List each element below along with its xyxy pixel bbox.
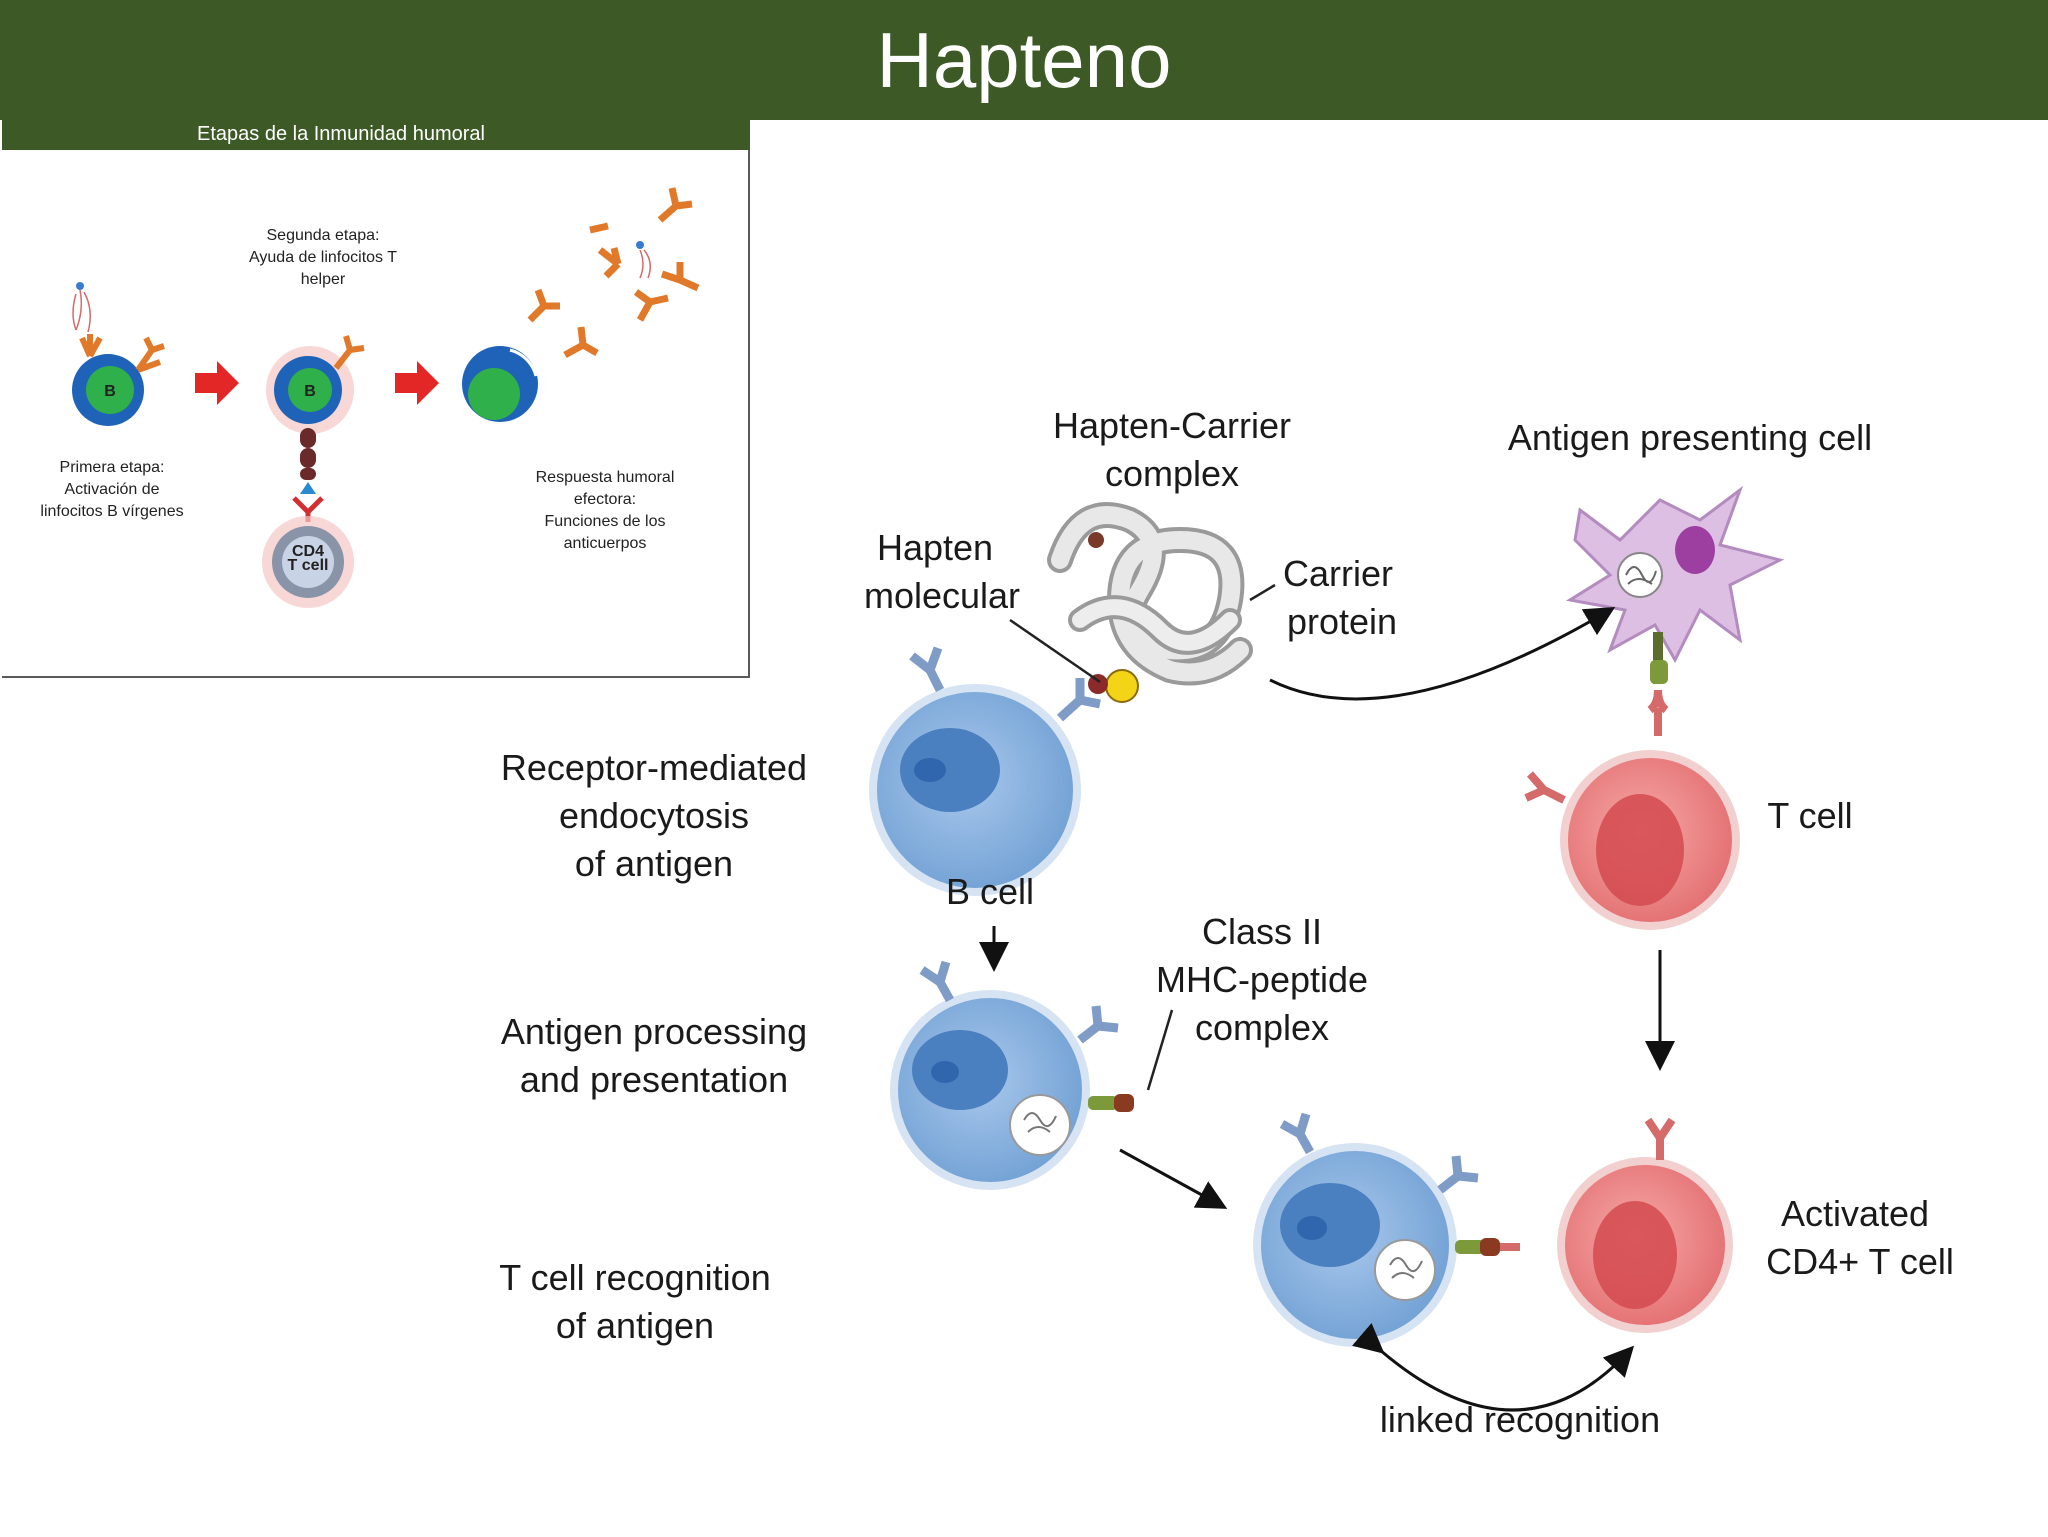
antigen-icon bbox=[72, 289, 91, 333]
receptor-label-3: of antigen bbox=[575, 843, 733, 884]
bcr-icon bbox=[909, 646, 945, 693]
recognition-label-2: of antigen bbox=[556, 1305, 714, 1346]
stage2-line2: Ayuda de linfocitos T bbox=[249, 249, 397, 266]
apc-label: Antigen presenting cell bbox=[1508, 417, 1872, 458]
processing-label-2: and presentation bbox=[520, 1059, 788, 1100]
carrier-label-1: Carrier bbox=[1283, 553, 1393, 594]
t-cell-label: T cell bbox=[1767, 795, 1852, 836]
activated-label-2: CD4+ T cell bbox=[1766, 1241, 1954, 1282]
b-cell-nucleus bbox=[86, 366, 134, 414]
antigen-icon bbox=[76, 282, 84, 290]
hapten-carrier-label-1: Hapten-Carrier bbox=[1053, 405, 1291, 446]
plasma-cell-er bbox=[509, 342, 546, 377]
stage-arrow-icon bbox=[395, 361, 439, 405]
stage3-line4: anticuerpos bbox=[564, 535, 647, 552]
mhc-pointer bbox=[1146, 1009, 1174, 1091]
mhc-peptide-icon bbox=[1114, 1094, 1134, 1112]
antibody-icon bbox=[79, 334, 103, 358]
inset-header: Etapas de la Inmunidad humoral bbox=[2, 118, 750, 150]
b-cell-nucleus bbox=[1280, 1183, 1380, 1267]
recognition-label-1: T cell recognition bbox=[499, 1257, 770, 1298]
stage1-line3: linfocitos B vírgenes bbox=[40, 503, 183, 520]
secreted-antibodies bbox=[527, 187, 700, 359]
slide-title: Hapteno bbox=[876, 16, 1172, 104]
hapten-carrier-complex bbox=[1047, 502, 1253, 703]
bcr-icon bbox=[919, 960, 954, 1003]
antigen-fragment-icon bbox=[1389, 1257, 1423, 1279]
tcr-icon bbox=[1644, 1117, 1676, 1160]
stage3-line3: Funciones de los bbox=[545, 513, 666, 530]
b-cell-label: B cell bbox=[946, 871, 1034, 912]
hapten-label-1: Hapten bbox=[877, 527, 993, 568]
peptide-icon bbox=[300, 482, 316, 494]
mhc-peptide-icon bbox=[1480, 1238, 1500, 1256]
tcr-icon bbox=[1647, 689, 1669, 714]
antigen-transfer-arrow bbox=[1269, 606, 1616, 701]
endosome-icon bbox=[1009, 1094, 1071, 1156]
stage2-line1: Segunda etapa: bbox=[267, 227, 380, 244]
stage3-line2: efectora: bbox=[574, 491, 636, 508]
plasma-cell-nucleus bbox=[468, 368, 520, 420]
mhc-peptide-icon bbox=[1088, 1096, 1118, 1110]
t-cell-nucleus bbox=[1593, 1201, 1677, 1309]
bcr-icon bbox=[1437, 1155, 1479, 1194]
receptor-label-2: endocytosis bbox=[559, 795, 749, 836]
linked-recognition-arrow bbox=[1352, 1322, 1635, 1412]
b-letter: B bbox=[104, 383, 116, 400]
stage1-line2: Activación de bbox=[64, 481, 159, 498]
hapten-carrier-label-2: complex bbox=[1105, 453, 1239, 494]
endosome-icon bbox=[1374, 1239, 1436, 1301]
mhc-icon bbox=[300, 468, 316, 480]
class2-label-1: Class II bbox=[1202, 911, 1322, 952]
stage1-line1: Primera etapa: bbox=[60, 459, 165, 476]
inset-graphics: B B CD4 T cell bbox=[40, 187, 700, 608]
carrier-label-2: protein bbox=[1287, 601, 1397, 642]
mhc-icon bbox=[300, 448, 316, 468]
b-cell-nucleus bbox=[912, 1030, 1008, 1110]
antigen-icon bbox=[639, 249, 651, 279]
bcr-icon bbox=[1077, 1005, 1119, 1044]
b-cell-nucleus bbox=[288, 368, 332, 412]
cd4-nucleus bbox=[282, 536, 334, 588]
antibody-icon bbox=[135, 336, 165, 373]
processing-label-1: Antigen processing bbox=[501, 1011, 807, 1052]
b-cell-nucleolus bbox=[1297, 1216, 1327, 1240]
b-cell-nucleolus bbox=[914, 758, 946, 782]
receptor-label-1: Receptor-mediated bbox=[501, 747, 807, 788]
class2-label-2: MHC-peptide bbox=[1156, 959, 1368, 1000]
title-banner bbox=[0, 0, 2048, 120]
antigen-presenting-cell bbox=[1565, 485, 1785, 664]
linked-recognition-label: linked recognition bbox=[1380, 1399, 1660, 1440]
class2-label-3: complex bbox=[1195, 1007, 1329, 1048]
bcr-icon bbox=[1279, 1112, 1314, 1155]
tcell-label: T cell bbox=[288, 557, 329, 574]
stage2-line3: helper bbox=[301, 271, 346, 288]
apc-mhc-icon bbox=[1650, 660, 1668, 684]
stage-arrow-icon bbox=[195, 361, 239, 405]
mhc-peptide-icon bbox=[1455, 1240, 1485, 1254]
t-cell-nucleus bbox=[1596, 794, 1684, 906]
b-cell-nucleolus bbox=[931, 1061, 959, 1083]
stage3-line1: Respuesta humoral bbox=[536, 469, 675, 486]
b-cell-nucleus bbox=[900, 728, 1000, 812]
diagonal-arrow bbox=[1119, 1148, 1228, 1209]
hapten-label-2: molecular bbox=[864, 575, 1020, 616]
antibody-icon bbox=[333, 335, 365, 370]
cd4-label: CD4 bbox=[292, 543, 324, 560]
mhc-icon bbox=[300, 428, 316, 448]
carrier-pointer bbox=[1249, 583, 1276, 602]
hapten-pointer bbox=[1009, 618, 1101, 684]
bcr-icon bbox=[1056, 678, 1101, 722]
antigen-icon bbox=[636, 241, 644, 249]
antigen-fragment-icon bbox=[1023, 1112, 1057, 1133]
b-letter: B bbox=[304, 383, 316, 400]
activated-label-1: Activated bbox=[1781, 1193, 1929, 1234]
tcr-icon bbox=[1524, 771, 1566, 804]
